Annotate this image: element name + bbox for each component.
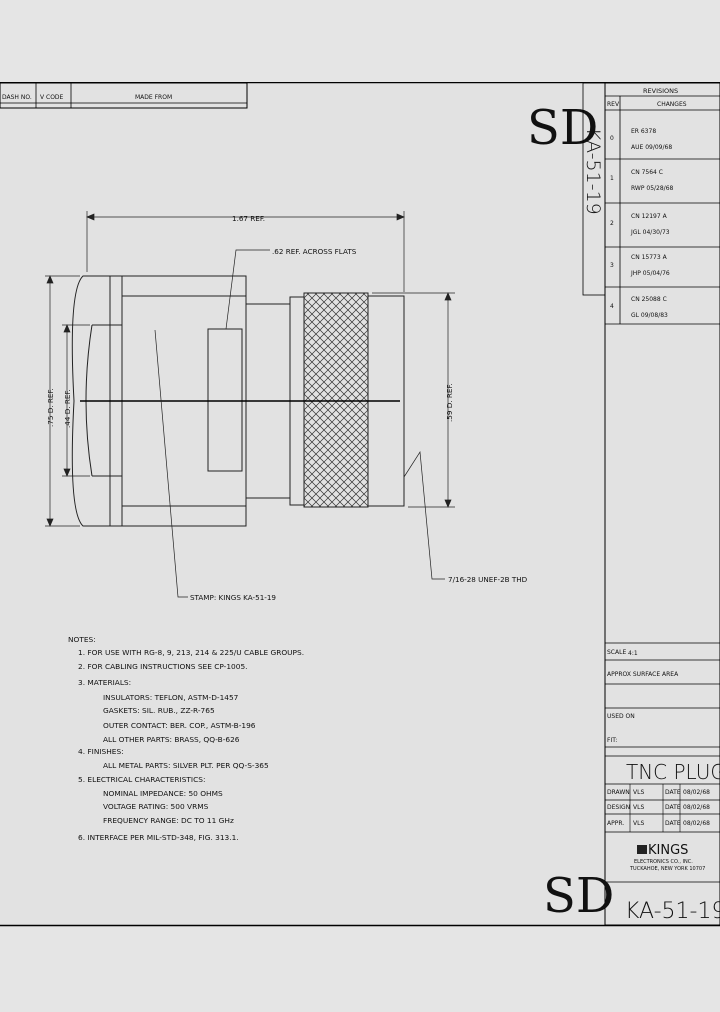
note-line: 6. INTERFACE PER MIL-STD-348, FIG. 313.1… [78,833,239,842]
revision-row: 4 CN 25088 C GL 09/08/83 [610,296,668,319]
drawing-svg: DASH NO. V CODE MADE FROM SD KA-51-19 RE… [0,81,720,927]
svg-text:CN 7564 C: CN 7564 C [631,169,663,176]
svg-text:DATE: DATE [665,789,681,796]
revisions-block: REVISIONS REV CHANGES 0 ER 6378 AUE 09/0… [604,82,720,926]
svg-text:VLS: VLS [633,804,644,811]
revision-row: 1 CN 7564 C RWP 05/28/68 [610,169,674,192]
company-line1: ELECTRONICS CO., INC. [634,859,693,865]
big-sd-bottom: SD [543,868,614,924]
svg-text:ER 6378: ER 6378 [631,128,656,135]
vertical-part-number: KA-51-19 [582,128,604,215]
drawing-number: KA-51-19 [625,899,720,924]
note-line: NOMINAL IMPEDANCE: 50 OHMS [103,789,223,798]
dash-no-label: DASH NO. [2,94,32,101]
dim-flats: .62 REF. ACROSS FLATS [272,247,357,256]
svg-text:1: 1 [610,175,614,182]
svg-text:VLS: VLS [633,820,644,827]
hex-flat [207,328,243,472]
callout-stamp: STAMP: KINGS KA-51-19 [190,593,276,602]
svg-text:08/02/68: 08/02/68 [683,804,710,811]
note-line: GASKETS: SIL. RUB., ZZ-R-765 [103,706,215,715]
dim-inner-dia: .44 D. REF. [63,389,72,428]
revision-row: 2 CN 12197 A JGL 04/30/73 [610,213,670,236]
code-label: V CODE [40,94,64,101]
svg-text:3: 3 [610,262,614,269]
note-line: ALL METAL PARTS: SILVER PLT. PER QQ-S-36… [103,761,269,770]
made-from-label: MADE FROM [135,94,172,101]
svg-text:GL 09/08/83: GL 09/08/83 [631,312,668,319]
sign-row: APPR. VLS DATE 08/02/68 [607,820,710,827]
note-line: 2. FOR CABLING INSTRUCTIONS SEE CP-1005. [78,662,248,671]
svg-text:DATE: DATE [665,804,681,811]
svg-text:JGL 04/30/73: JGL 04/30/73 [630,229,670,236]
svg-text:DESIGN: DESIGN [607,804,630,811]
note-line: OUTER CONTACT: BER. COP., ASTM-B-196 [103,721,256,730]
title-block: SCALE 4:1 APPROX SURFACE AREA USED ON FI… [605,642,720,924]
dim-right-dia: .59 D. REF. [445,383,454,422]
svg-text:0: 0 [610,135,614,142]
svg-text:RWP 05/28/68: RWP 05/28/68 [631,185,674,192]
used-on-label: USED ON [607,713,635,720]
revision-row: 0 ER 6378 AUE 09/09/68 [610,128,672,151]
svg-text:CN 12197 A: CN 12197 A [631,213,668,220]
notes-block: NOTES: 1. FOR USE WITH RG-8, 9, 213, 214… [68,635,304,842]
svg-text:DATE: DATE [665,820,681,827]
svg-text:DRAWN: DRAWN [607,789,630,796]
note-line: VOLTAGE RATING: 500 VRMS [103,802,209,811]
cable-end-cap [71,275,111,527]
dimensions [45,211,455,598]
sign-row: DRAWN VLS DATE 08/02/68 [607,789,710,796]
company-line2: TUCKAHOE, NEW YORK 10707 [629,866,705,872]
svg-text:08/02/68: 08/02/68 [683,789,710,796]
note-line: INSULATORS: TEFLON, ASTM-D-1457 [103,693,239,702]
drawing-sheet: DASH NO. V CODE MADE FROM SD KA-51-19 RE… [0,81,720,927]
note-line: 1. FOR USE WITH RG-8, 9, 213, 214 & 225/… [78,648,304,657]
svg-text:CN 15773 A: CN 15773 A [631,254,668,261]
sign-row: DESIGN VLS DATE 08/02/68 [607,804,710,811]
note-line: FREQUENCY RANGE: DC TO 11 GHz [103,816,234,825]
svg-text:VLS: VLS [633,789,644,796]
note-line: 3. MATERIALS: [78,678,131,687]
callout-thread: 7/16-28 UNEF-2B THD [448,575,528,584]
header-block: DASH NO. V CODE MADE FROM [0,82,248,109]
rev-col-label: REV [607,101,620,108]
scale-value: 4:1 [628,650,638,657]
svg-text:JHP 05/04/76: JHP 05/04/76 [630,270,670,277]
fit-label: FIT: [607,737,617,744]
knurled-nut [303,292,369,508]
dim-outer-dia: .75 D. REF. [46,388,55,427]
svg-text:08/02/68: 08/02/68 [683,820,710,827]
part-title: TNC PLUG [626,760,720,784]
scale-label: SCALE [607,649,626,656]
big-sd-top: SD [527,100,598,156]
svg-text:CN 25088 C: CN 25088 C [631,296,667,303]
note-line: 4. FINISHES: [78,747,124,756]
changes-col-label: CHANGES [657,101,687,108]
note-line: ALL OTHER PARTS: BRASS, QQ-B-626 [103,735,240,744]
company-name: KINGS [648,843,688,858]
svg-text:2: 2 [610,220,614,227]
note-line: 5. ELECTRICAL CHARACTERISTICS: [78,775,205,784]
notes-heading: NOTES: [68,635,96,644]
company-logo: KINGS ELECTRONICS CO., INC. TUCKAHOE, NE… [629,843,705,872]
svg-text:4: 4 [610,303,614,310]
revisions-title: REVISIONS [643,87,678,95]
surface-area-label: APPROX SURFACE AREA [607,671,679,678]
dim-length: 1.67 REF. [232,214,265,223]
svg-text:APPR.: APPR. [607,820,624,827]
svg-text:AUE 09/09/68: AUE 09/09/68 [631,144,672,151]
dimension-labels: 1.67 REF. .62 REF. ACROSS FLATS .75 D. R… [46,214,528,602]
connector-drawing [71,275,405,527]
revision-row: 3 CN 15773 A JHP 05/04/76 [610,254,670,277]
